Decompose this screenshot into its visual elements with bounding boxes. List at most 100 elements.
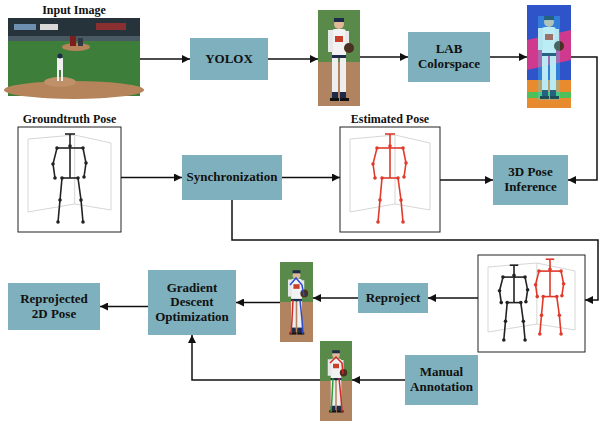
skeleton-joint	[559, 332, 563, 336]
skeleton-bone	[521, 303, 524, 322]
skeleton-joint	[399, 198, 403, 202]
skeleton-joint	[402, 175, 406, 179]
skeleton-joint	[76, 176, 80, 180]
annotated-image	[328, 350, 348, 412]
reprojected-image	[291, 300, 293, 334]
skeleton-joint	[404, 161, 408, 165]
skeleton-joint	[548, 268, 552, 272]
flow-arrow	[440, 179, 493, 181]
skeleton-joint	[56, 220, 60, 224]
skeleton-bone	[540, 315, 542, 334]
skeleton-joint	[562, 282, 566, 286]
skeleton-bone	[549, 269, 551, 296]
skeleton-bone	[536, 271, 539, 285]
skeleton-bone	[561, 271, 564, 284]
reprojected-image	[288, 270, 308, 334]
plot-grid	[395, 135, 396, 204]
skeleton-bone	[81, 200, 83, 222]
skeleton-bone	[380, 178, 382, 200]
plot-grid	[74, 135, 75, 204]
plot-grid	[575, 271, 576, 330]
image-arrow	[192, 335, 320, 380]
field-photo	[96, 23, 126, 30]
skeleton-joint	[68, 144, 72, 148]
box-label: Gradient Descent Optimization	[152, 281, 232, 325]
skeleton-bone	[526, 290, 528, 302]
skeleton-bone	[78, 178, 81, 200]
skeleton-bone	[373, 164, 375, 178]
plot-frame	[18, 127, 121, 232]
figure-heading: Groundtruth Pose	[23, 112, 116, 126]
plot-grid	[488, 267, 489, 332]
skeleton-joint	[81, 220, 85, 224]
field-photo	[4, 18, 144, 99]
skeleton-bone	[504, 321, 506, 340]
annotated-image	[320, 381, 352, 421]
layout-arrows	[192, 57, 598, 380]
figure-panel: Estimated Pose	[340, 112, 440, 232]
skeleton-joint	[60, 176, 64, 180]
flow-arrow	[121, 177, 182, 179]
skeleton-joint	[519, 301, 523, 305]
field-photo	[44, 77, 76, 87]
process-box: Gradient Descent Optimization	[148, 270, 236, 335]
skeleton-joint	[376, 220, 380, 224]
skeleton-joint	[373, 176, 377, 180]
lab-image	[538, 16, 560, 100]
process-box: Reprojected 2D Pose	[8, 283, 100, 330]
plot-grid	[350, 204, 430, 212]
figure-heading: Input Image	[42, 3, 106, 17]
annotated-image	[330, 357, 343, 374]
skeleton-bone	[58, 200, 60, 222]
skeleton-joint	[378, 198, 382, 202]
skeleton-joint	[522, 320, 526, 324]
plot-grid	[111, 143, 112, 210]
cropped-pitcher	[318, 10, 360, 106]
skeleton-joint	[501, 275, 505, 279]
skeleton-joint	[541, 295, 545, 299]
field-photo	[78, 38, 83, 46]
image-arrow	[490, 56, 527, 58]
annotated-image	[320, 341, 352, 421]
skeleton-bone	[378, 200, 380, 222]
plot-grid	[350, 139, 351, 212]
skeleton-bone	[546, 258, 555, 260]
skeleton-bone	[404, 163, 406, 177]
skeleton-bone	[62, 177, 78, 179]
image-arrow	[428, 297, 478, 299]
skeleton-bone	[557, 297, 560, 316]
process-box: LAB Colorspace	[408, 32, 490, 82]
skeleton-bone	[500, 277, 503, 291]
skeleton-bone	[401, 200, 403, 222]
skeleton-bone	[513, 275, 515, 302]
skeleton-joint	[499, 301, 503, 305]
skeleton-joint	[512, 274, 516, 278]
skeleton-bone	[500, 291, 502, 303]
box-label: Synchronization	[186, 170, 278, 185]
process-box: YOLOX	[190, 38, 268, 80]
process-box: Manual Annotation	[405, 355, 478, 405]
skeleton-joint	[371, 162, 375, 166]
skeleton-joint	[58, 198, 62, 202]
reprojected-image	[290, 278, 304, 296]
skeleton-joint	[540, 314, 544, 318]
field-photo	[40, 24, 58, 30]
field-photo	[58, 54, 63, 59]
skeleton-bone	[507, 302, 521, 304]
skeleton-joint	[504, 320, 508, 324]
skeleton-joint	[559, 269, 563, 273]
plot-frame	[478, 255, 585, 352]
skeleton-joint	[51, 162, 55, 166]
plot-grid	[536, 263, 537, 324]
skeleton-joint	[526, 288, 530, 292]
skeleton-joint	[498, 289, 502, 293]
field-photo	[57, 58, 63, 70]
annotated-image	[339, 378, 342, 412]
skeleton-bone	[536, 285, 538, 297]
skeleton-bone	[60, 178, 62, 200]
skeleton-bone	[559, 315, 561, 334]
skeleton-bone	[385, 133, 395, 135]
